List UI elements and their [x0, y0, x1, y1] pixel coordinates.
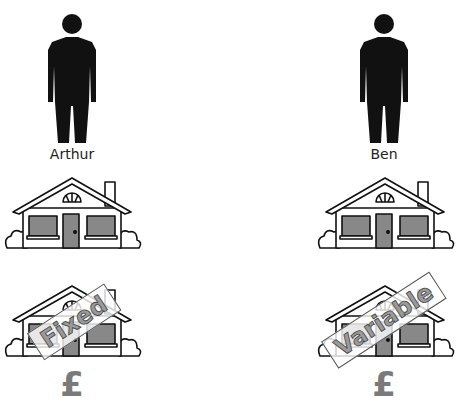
person-name: Ben — [370, 146, 397, 162]
house-icon — [319, 178, 454, 248]
currency-symbol: £ — [60, 364, 84, 404]
person-name: Arthur — [50, 146, 94, 162]
house-icon — [6, 178, 141, 248]
currency-symbol: £ — [372, 364, 396, 404]
person-silhouette — [48, 14, 96, 143]
person-silhouette — [360, 14, 408, 143]
